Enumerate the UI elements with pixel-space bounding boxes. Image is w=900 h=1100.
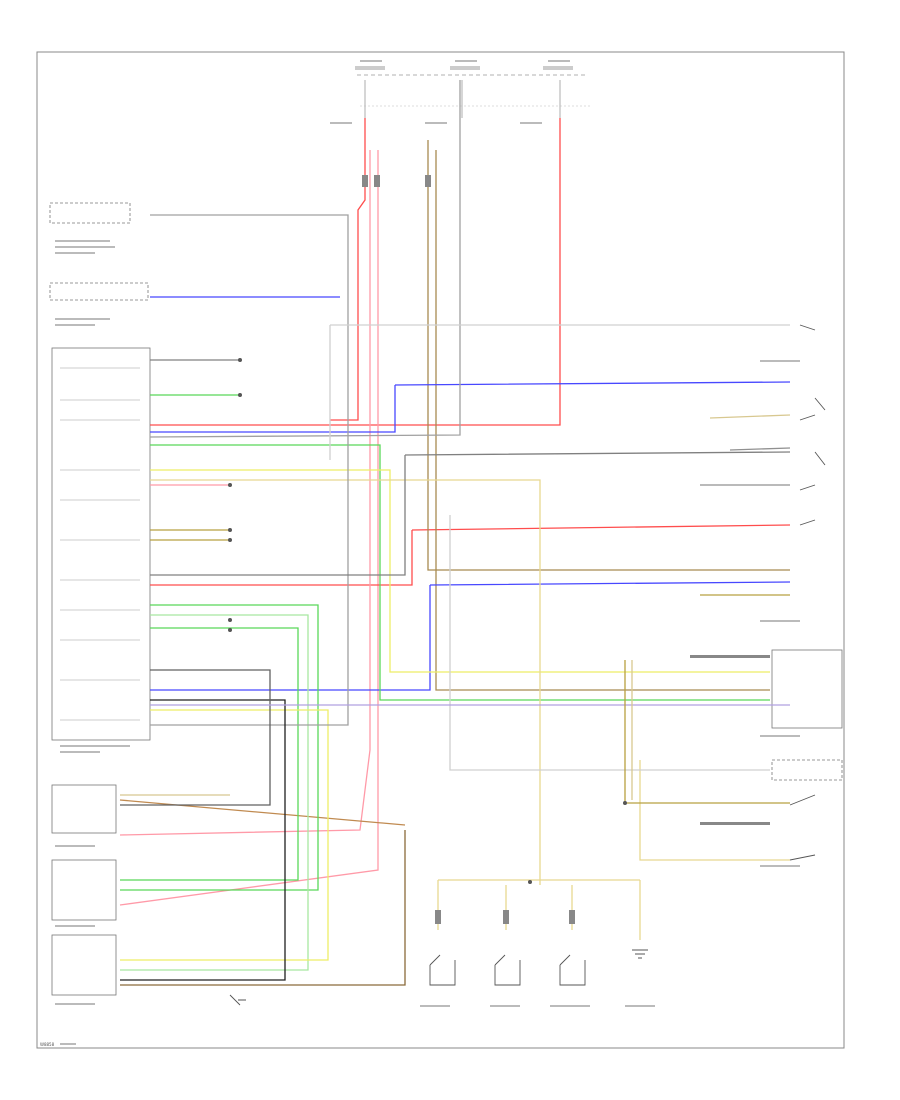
switch-icon — [814, 397, 826, 411]
module-box-top — [49, 202, 131, 224]
wire-lightgray-2 — [449, 515, 770, 771]
label-marks — [55, 60, 800, 1045]
switch-icon — [494, 954, 521, 986]
wire-red-2 — [150, 118, 561, 426]
wire-yellow-1 — [150, 469, 770, 673]
switch-icon — [799, 414, 816, 421]
right-components — [771, 649, 843, 781]
right-switches — [789, 324, 826, 861]
wire-gray-3 — [150, 451, 791, 576]
main-control-module — [51, 347, 151, 741]
wire-blue-2 — [150, 381, 791, 433]
right-connector-box — [771, 649, 843, 729]
wire-yellow-2 — [150, 479, 541, 885]
wire-pink-1 — [119, 150, 371, 836]
wire-red-1 — [330, 118, 366, 421]
sensor-box-2 — [51, 859, 117, 921]
wire-yellow-4 — [120, 709, 329, 961]
page-code: W8858 — [40, 1042, 55, 1047]
wire-gray-right-1 — [729, 447, 791, 451]
component-dots — [228, 358, 627, 884]
inline-connectors — [362, 175, 770, 924]
bottom-switches — [429, 949, 648, 986]
wire-green-2 — [150, 444, 770, 701]
switch-icon — [814, 451, 826, 466]
wire-green-5 — [120, 627, 299, 881]
wire-brown-1 — [120, 830, 406, 986]
wire-black-2 — [120, 669, 271, 806]
wire-tan-right-1 — [709, 414, 791, 419]
wire-gray-1 — [150, 214, 349, 726]
wire-red-5 — [411, 524, 791, 531]
connector-icon — [362, 175, 368, 187]
switch-icon — [799, 519, 816, 526]
left-modules — [49, 202, 151, 996]
right-lower-box — [771, 759, 843, 781]
diagram-frame — [36, 51, 845, 1049]
connector-icon — [690, 655, 770, 658]
wires — [119, 80, 791, 986]
connector-icon — [425, 175, 431, 187]
connector-icon — [435, 910, 441, 924]
wire-tan-2 — [435, 150, 770, 691]
sensor-box-1 — [51, 784, 117, 834]
switch-icon — [429, 954, 456, 986]
wire-brown-2 — [119, 799, 406, 826]
switch-icon — [559, 954, 586, 986]
wire-blue-3 — [150, 581, 791, 691]
switch-icon — [799, 324, 816, 331]
connector-icon — [503, 910, 509, 924]
wire-red-3 — [119, 150, 379, 906]
wire-yellow-3 — [639, 760, 790, 861]
wire-gray-2 — [149, 80, 461, 438]
wire-green-4 — [120, 614, 309, 971]
sensor-box-3 — [51, 934, 117, 996]
ground-icon — [632, 949, 648, 959]
ground-icon — [229, 994, 246, 1006]
wire-lightgray-1 — [329, 324, 790, 460]
wire-tan-1 — [427, 140, 790, 571]
switch-icon — [789, 794, 816, 806]
wire-red-4 — [150, 530, 413, 586]
module-pins — [60, 367, 140, 721]
module-box-second — [49, 282, 149, 301]
connector-icon — [700, 822, 770, 825]
wire-black-1 — [120, 699, 286, 981]
fuse-block — [355, 66, 590, 118]
switch-icon — [799, 484, 816, 491]
switch-icon — [789, 854, 816, 861]
wire-green-3 — [120, 604, 319, 891]
connector-icon — [569, 910, 575, 924]
connector-icon — [374, 175, 380, 187]
lower-ground — [229, 994, 246, 1006]
